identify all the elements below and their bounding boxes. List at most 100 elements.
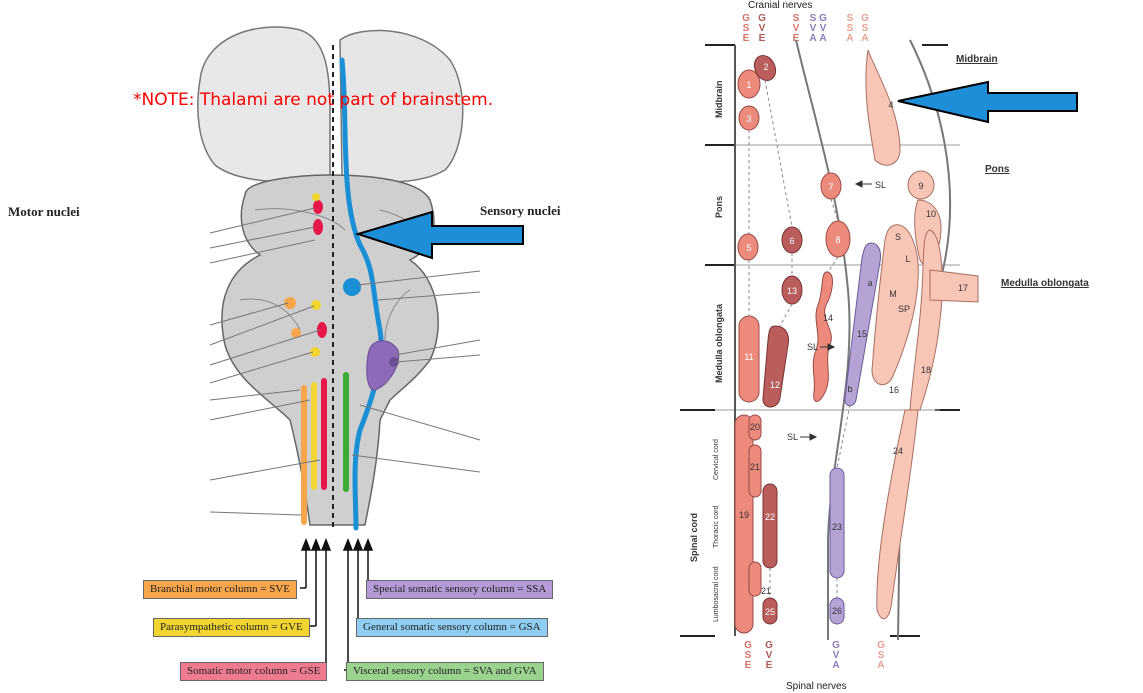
cranial-nerves-title: Cranial nerves <box>748 0 813 11</box>
pointer-arrow-right <box>897 80 1078 124</box>
label-midbrain: Midbrain <box>956 54 998 65</box>
nucleus-21 <box>748 444 762 498</box>
column-ssa <box>366 340 400 391</box>
sub-a: a <box>867 278 872 288</box>
num-17: 17 <box>958 283 968 293</box>
num-19: 19 <box>739 510 749 520</box>
column-gve <box>311 382 317 490</box>
num-7: 7 <box>828 182 833 192</box>
nucleus-4 <box>865 49 901 166</box>
region-midbrain: Midbrain <box>714 81 724 119</box>
num-22: 22 <box>765 512 775 522</box>
nucleus-17 <box>929 269 979 303</box>
column-gse <box>321 378 327 490</box>
num-4: 4 <box>888 100 893 110</box>
brainstem-illustration <box>197 26 524 671</box>
num-8: 8 <box>835 235 840 245</box>
column-schematic: 1 2 3 5 6 7 8 11 12 13 22 25 4 9 10 14 1… <box>680 39 1089 641</box>
region-medulla: Medulla oblongata <box>714 303 724 383</box>
nucleus-5 <box>737 233 759 261</box>
nucleus-14 <box>812 271 833 402</box>
num-21-lower: 21 <box>761 586 771 596</box>
num-24: 24 <box>893 446 903 456</box>
column-gsa <box>339 57 384 531</box>
label-medulla: Medulla oblongata <box>1001 278 1089 289</box>
column-sva <box>343 372 349 492</box>
num-16: 16 <box>889 385 899 395</box>
num-5: 5 <box>746 243 751 253</box>
nucleus-21b <box>748 561 762 597</box>
legend-sva: Visceral sensory column = SVA and GVA <box>346 662 544 681</box>
cord-thoracic: Thoracic cord <box>713 505 720 548</box>
nucleus-12 <box>762 325 789 408</box>
left-thalamus <box>197 26 331 183</box>
nucleus-22 <box>762 483 778 569</box>
num-10: 10 <box>926 209 936 219</box>
num-9: 9 <box>918 181 923 191</box>
sub-l: L <box>905 254 910 264</box>
nucleus-gse-2 <box>313 219 323 235</box>
legend-gse: Somatic motor column = GSE <box>180 662 328 681</box>
spinal-nerves-title: Spinal nerves <box>786 681 847 692</box>
num-18: 18 <box>921 365 931 375</box>
num-11: 11 <box>744 352 753 362</box>
num-12: 12 <box>770 380 780 390</box>
sensory-nuclei-label: Sensory nuclei <box>480 203 561 218</box>
nucleus-sve-2 <box>291 328 301 338</box>
num-21: 21 <box>750 462 760 472</box>
sub-s: S <box>895 232 901 242</box>
num-6: 6 <box>789 236 794 246</box>
nucleus-24 <box>876 409 919 620</box>
nucleus-ssa-2 <box>389 357 399 367</box>
nucleus-gve-2 <box>311 300 321 310</box>
sl-label-2: SL <box>807 342 818 352</box>
column-sve <box>301 385 307 525</box>
sl-label-1: SL <box>875 180 886 190</box>
legend-sve: Branchial motor column = SVE <box>143 580 298 599</box>
cord-cervical: Cervical cord <box>713 439 720 480</box>
nucleus-2 <box>753 54 777 82</box>
num-3: 3 <box>746 114 751 124</box>
sub-b: b <box>847 384 852 394</box>
pointer-arrow-left <box>354 210 524 260</box>
nucleus-1 <box>737 69 761 99</box>
legend-ssa: Special somatic sensory column = SSA <box>366 580 554 599</box>
legend-gsa: General somatic sensory column = GSA <box>356 618 548 637</box>
nucleus-25 <box>762 597 778 625</box>
region-spinal-cord: Spinal cord <box>689 513 699 562</box>
legend-gve: Parasympathetic column = GVE <box>153 618 310 637</box>
nucleus-sve-1 <box>284 297 296 309</box>
nucleus-16 <box>871 224 919 386</box>
nucleus-20 <box>748 414 762 441</box>
num-20: 20 <box>750 422 760 432</box>
brainstem-figure: Motor nuclei Sensory nuclei *NOTE: Thala… <box>8 26 561 681</box>
nucleus-gse-3 <box>317 322 327 338</box>
num-2: 2 <box>763 62 768 72</box>
label-pons: Pons <box>985 164 1010 175</box>
sl-label-3: SL <box>787 432 798 442</box>
brainstem-body <box>221 174 439 526</box>
nucleus-gve-1 <box>312 193 320 201</box>
sub-sp: SP <box>898 304 910 314</box>
num-14: 14 <box>823 313 833 323</box>
num-13: 13 <box>787 286 797 296</box>
num-15: 15 <box>857 329 867 339</box>
num-25: 25 <box>765 607 775 617</box>
num-23: 23 <box>832 522 842 532</box>
nucleus-gsa-mesencephalic <box>343 278 361 296</box>
nucleus-gve-3 <box>310 347 320 357</box>
sub-m: M <box>889 289 897 299</box>
num-1: 1 <box>746 80 751 90</box>
nucleus-gse-1 <box>313 200 323 214</box>
